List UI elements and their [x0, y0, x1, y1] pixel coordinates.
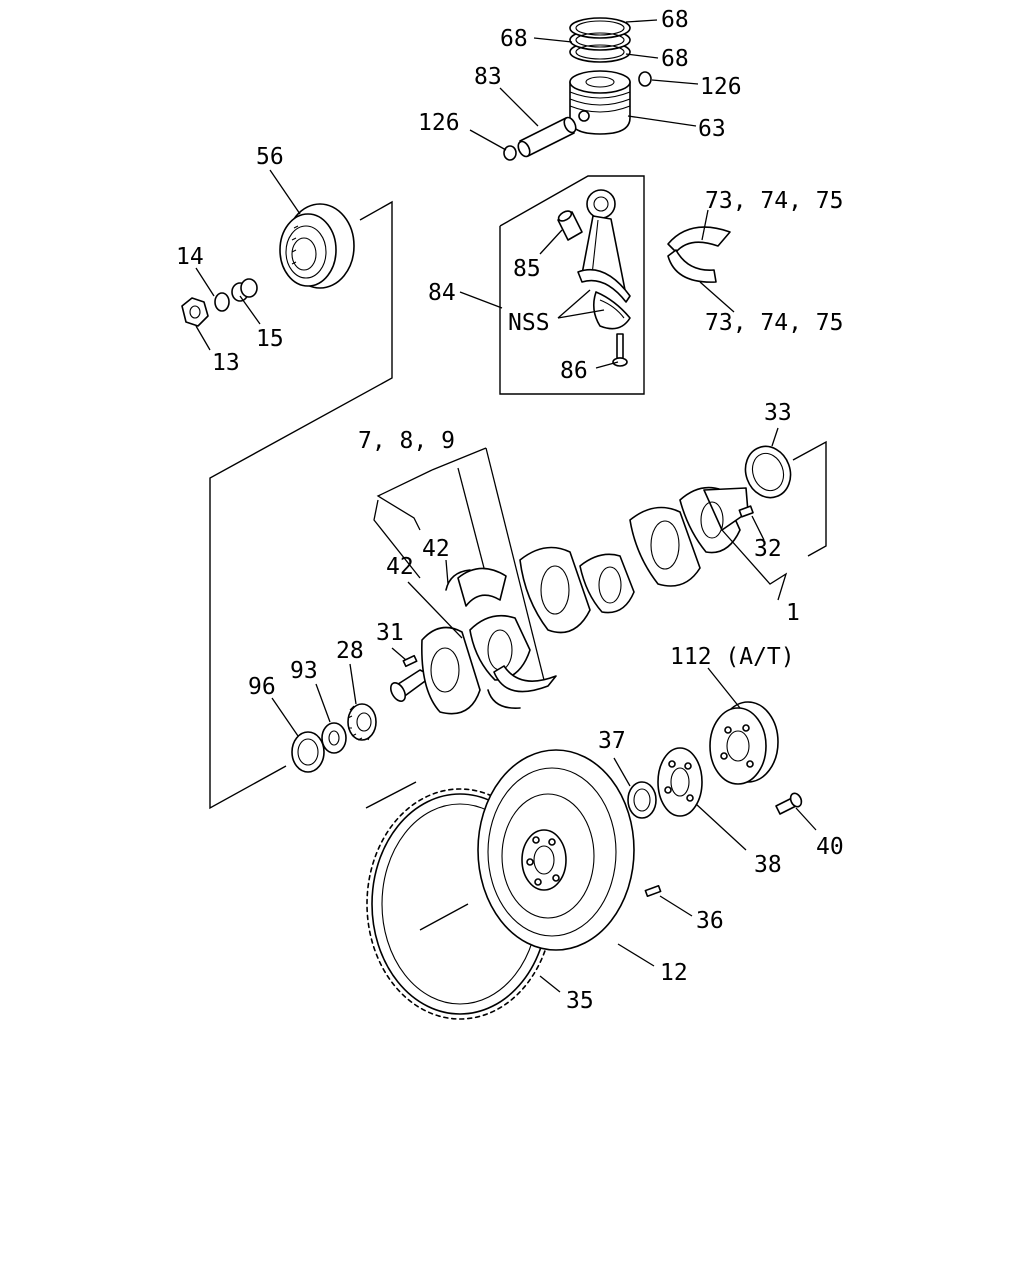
callout-28: 28	[336, 638, 364, 664]
callout-85: 85	[513, 256, 541, 282]
crank-pulley-part	[279, 203, 355, 289]
main-bearing-upper-part	[457, 567, 507, 607]
crank-key-part	[402, 654, 418, 668]
flywheel-part	[477, 749, 635, 951]
callout-68-left: 68	[500, 26, 528, 52]
callout-33: 33	[764, 400, 792, 426]
callout-93: 93	[290, 658, 318, 684]
callout-37: 37	[598, 728, 626, 754]
dowel-pin-part	[644, 884, 662, 898]
crank-pin-part	[738, 505, 754, 518]
thrust-washer-part	[445, 569, 521, 709]
callout-42-lower: 42	[386, 554, 414, 580]
callout-112-at: 112 (A/T)	[670, 644, 795, 670]
rod-bearing-upper-part	[667, 226, 731, 253]
callout-63: 63	[698, 116, 726, 142]
left-assembly-bracket	[209, 200, 393, 810]
flywheel-plate-part	[657, 747, 703, 817]
main-bearing-lower-part	[493, 665, 557, 693]
callout-labels: 68 68 68 126 83 126 63 56 73, 74, 75 14 …	[176, 7, 844, 1014]
callout-15: 15	[256, 326, 284, 352]
rod-bolt-part	[612, 333, 628, 367]
conrod-frame	[499, 175, 645, 395]
callout-73-74-75-bottom: 73, 74, 75	[705, 310, 843, 336]
rod-cap-part	[592, 291, 631, 330]
snap-ring-left-part	[503, 145, 517, 161]
callout-83: 83	[474, 64, 502, 90]
flywheel-bracket	[365, 781, 417, 809]
callout-36: 36	[696, 908, 724, 934]
callout-31: 31	[376, 620, 404, 646]
flex-plate-spacer-part	[709, 701, 779, 785]
snap-ring-right-part	[638, 71, 652, 87]
thrust-ring-part	[744, 445, 792, 499]
oil-thrower-part	[321, 722, 347, 754]
rod-bearing-lower-part	[667, 249, 717, 283]
callout-14: 14	[176, 244, 204, 270]
front-oil-seal-part	[291, 731, 325, 773]
callout-84: 84	[428, 280, 456, 306]
rod-bushing-part	[557, 210, 583, 241]
timing-gear-part	[347, 703, 377, 741]
callout-nss: NSS	[508, 310, 550, 336]
callout-73-74-75-top: 73, 74, 75	[705, 188, 843, 214]
pilot-bearing-part	[627, 781, 657, 819]
flywheel-bolt-part	[775, 792, 803, 815]
callout-56: 56	[256, 144, 284, 170]
callout-126-right: 126	[700, 74, 742, 100]
callout-68-right: 68	[661, 46, 689, 72]
pulley-nut-part	[181, 297, 209, 327]
callout-68-top: 68	[661, 7, 689, 33]
piston-part	[569, 70, 631, 135]
callout-42-upper: 42	[422, 536, 450, 562]
callout-7-8-9: 7, 8, 9	[358, 428, 455, 454]
crankshaft-part	[389, 486, 749, 715]
callout-13: 13	[212, 350, 240, 376]
right-assembly-bracket	[792, 440, 827, 557]
piston-rings-part	[569, 17, 631, 63]
callout-1: 1	[786, 600, 800, 626]
connecting-rod-part	[577, 189, 631, 303]
pulley-washer-part	[214, 292, 230, 312]
callout-35: 35	[566, 988, 594, 1014]
piston-pin-part	[517, 116, 577, 158]
callout-40: 40	[816, 834, 844, 860]
callout-32: 32	[754, 536, 782, 562]
callout-38: 38	[754, 852, 782, 878]
callout-12: 12	[660, 960, 688, 986]
callout-96: 96	[248, 674, 276, 700]
leader-lines	[195, 19, 817, 993]
pulley-spacer-part	[231, 278, 258, 302]
callout-126-left: 126	[418, 110, 460, 136]
callout-86: 86	[560, 358, 588, 384]
